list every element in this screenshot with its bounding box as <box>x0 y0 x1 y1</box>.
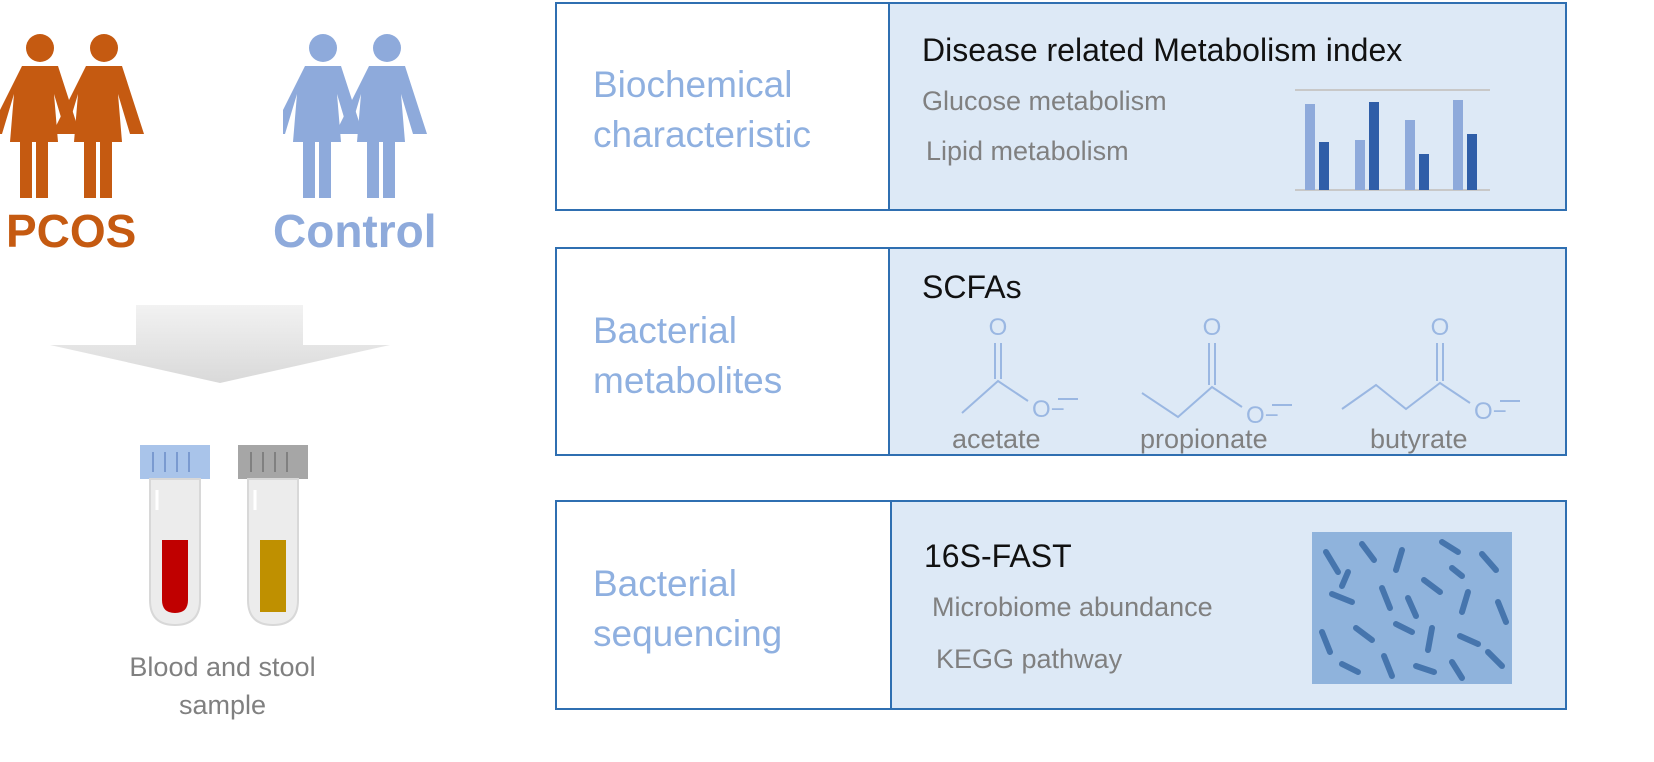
panel-item: KEGG pathway <box>936 644 1123 674</box>
panel-heading: 16S-FAST <box>924 538 1072 574</box>
panel-content: SCFAs O O− acetate O O− propionate <box>890 249 1565 454</box>
down-arrow-icon <box>50 305 390 383</box>
panel-title-cell: Bacterial sequencing <box>557 502 892 708</box>
biochemical-panel: Biochemical characteristic Disease relat… <box>555 2 1567 211</box>
oxygen-atom: O <box>1203 314 1222 341</box>
molecule-label: propionate <box>1140 424 1268 454</box>
sample-caption-line1: Blood and stool <box>129 652 316 682</box>
sample-tubes-icon <box>140 445 308 627</box>
panel-content: 16S-FAST Microbiome abundance KEGG pathw… <box>892 502 1565 708</box>
oxygen-atom: O <box>989 314 1008 341</box>
panel-content: Disease related Metabolism index Glucose… <box>890 4 1565 209</box>
sequencing-panel: Bacterial sequencing 16S-FAST Microbiome… <box>555 500 1567 710</box>
panel-title-line1: Bacterial <box>593 563 737 604</box>
acetate-structure-icon: O O− <box>961 314 1078 423</box>
oxygen-atom: O <box>1431 314 1450 341</box>
sample-caption-line2: sample <box>178 690 267 720</box>
propionate-structure-icon: O O− <box>1141 314 1292 423</box>
panel-title-line2: metabolites <box>593 360 783 401</box>
panel-title-line1: Biochemical <box>593 64 793 105</box>
panel-heading: SCFAs <box>922 269 1022 305</box>
charged-oxygen: O− <box>1246 402 1279 423</box>
molecule-label: acetate <box>952 424 1041 454</box>
butyrate-structure-icon: O O− <box>1341 314 1520 423</box>
metabolites-panel: Bacterial metabolites SCFAs O O− acetate… <box>555 247 1567 456</box>
panel-title-cell: Biochemical characteristic <box>557 4 890 209</box>
panel-item: Lipid metabolism <box>926 136 1129 166</box>
pcos-people-icon <box>0 34 144 198</box>
panel-title-line1: Bacterial <box>593 310 737 351</box>
pcos-label: PCOS <box>6 205 137 257</box>
charged-oxygen: O− <box>1032 396 1065 423</box>
panel-item: Microbiome abundance <box>932 592 1213 622</box>
sample-caption: Blood and stool sample <box>90 648 355 724</box>
charged-oxygen: O− <box>1474 398 1507 423</box>
panel-title-cell: Bacterial metabolites <box>557 249 890 454</box>
control-people-icon <box>283 34 427 198</box>
panel-item: Glucose metabolism <box>922 86 1167 116</box>
microbiome-image <box>1312 532 1512 684</box>
molecule-label: butyrate <box>1370 424 1468 454</box>
bar-chart-icon <box>1295 89 1490 191</box>
panel-heading: Disease related Metabolism index <box>922 32 1403 68</box>
panel-title-line2: sequencing <box>593 613 783 654</box>
control-label: Control <box>273 205 437 257</box>
panel-title-line2: characteristic <box>593 114 811 155</box>
